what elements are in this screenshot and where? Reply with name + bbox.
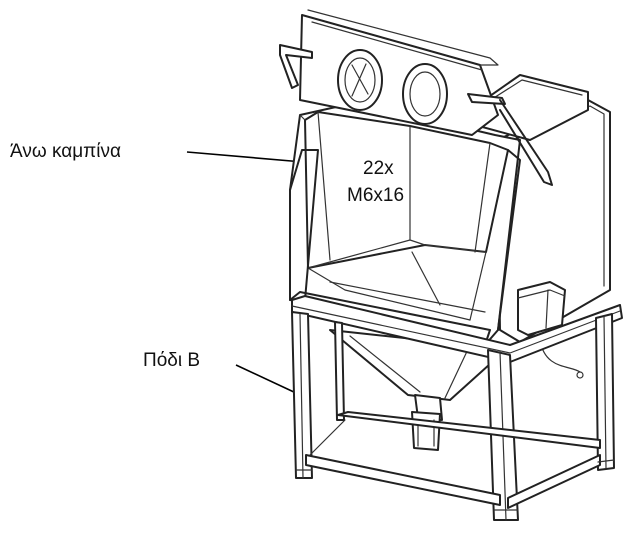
handle-left [279,44,313,89]
label-bolt-count: 22x [363,158,394,179]
leg-feet [295,459,615,511]
label-bolt-size: M6x16 [347,185,405,206]
label-leg: Πόδι Β [143,350,201,371]
leader-upper-cabinet [186,151,304,163]
glove-port-left [337,49,383,111]
glove-port-right [402,63,448,125]
handle-right [467,93,553,186]
leader-leg [235,364,297,394]
label-upper-cabinet: Άνω καμπίνα [10,141,121,162]
stand-frame [291,295,623,363]
cabinet-side-panel [496,99,611,343]
viewing-window-frame [299,9,499,136]
upper-cabinet [289,104,521,346]
leg-back-left [334,321,345,421]
stand-lower-rails [305,411,601,509]
control-box [517,281,584,379]
